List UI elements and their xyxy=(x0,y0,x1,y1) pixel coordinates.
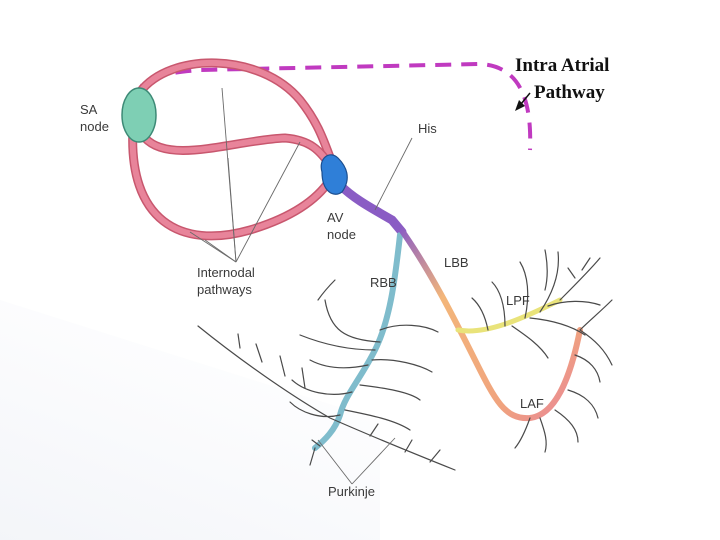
background-shade xyxy=(0,300,380,540)
label-sa: SA xyxy=(80,102,98,117)
purkinje-fibers-left xyxy=(472,250,612,452)
internodal-pathways xyxy=(133,63,333,236)
label-his: His xyxy=(418,121,437,136)
his-bundle xyxy=(340,185,402,232)
label-sa-node: node xyxy=(80,119,109,134)
label-laf: LAF xyxy=(520,396,544,411)
label-internodal: Internodal xyxy=(197,265,255,280)
label-pathways: pathways xyxy=(197,282,252,297)
label-av-node: node xyxy=(327,227,356,242)
label-av: AV xyxy=(327,210,344,225)
label-lbb: LBB xyxy=(444,255,469,270)
title-line2: Pathway xyxy=(534,82,605,103)
label-lpf: LPF xyxy=(506,293,530,308)
label-purkinje: Purkinje xyxy=(328,484,375,499)
label-rbb: RBB xyxy=(370,275,397,290)
sa-node xyxy=(122,88,156,142)
intra-atrial-dashed-path xyxy=(138,64,530,150)
left-bundle-branch xyxy=(400,228,580,418)
title-line1: Intra Atrial xyxy=(515,55,609,76)
